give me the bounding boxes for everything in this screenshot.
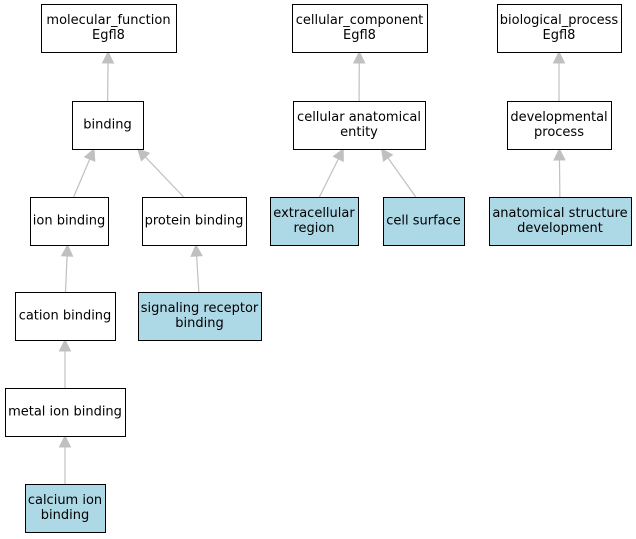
node-label-line: signaling receptor (141, 301, 259, 316)
node-cell-surface[interactable]: cell surface (383, 197, 465, 246)
node-label-line: Egfl8 (543, 28, 576, 43)
arrowhead-icon (190, 243, 203, 257)
edge-signaling-receptor-binding-to-protein-binding (190, 243, 203, 293)
arrowhead-icon (58, 434, 72, 448)
node-label-line: metal ion binding (8, 405, 122, 420)
edge-ion-binding-to-binding (73, 147, 96, 198)
node-label-line: protein binding (145, 214, 244, 229)
node-box (497, 4, 622, 53)
node-label-line: binding (83, 118, 131, 133)
node-label-line: binding (41, 508, 89, 523)
arrowhead-icon (552, 50, 566, 64)
arrowhead-icon (83, 147, 96, 163)
edges-layer (58, 50, 566, 484)
node-label-line: molecular_function (46, 13, 170, 28)
arrowhead-icon (58, 338, 72, 352)
edge-line (387, 157, 417, 198)
node-ion-binding[interactable]: ion binding (30, 197, 109, 246)
edge-anatomical-structure-development-to-developmental-process (553, 147, 566, 198)
arrowhead-icon (380, 148, 394, 163)
arrowhead-icon (332, 147, 344, 163)
node-box (72, 101, 144, 150)
edge-line (318, 158, 339, 198)
node-label-line: cell surface (386, 214, 461, 229)
edge-cell-surface-to-cellular-anatomical-entity (380, 148, 417, 198)
edge-line (196, 255, 200, 293)
node-box (270, 197, 359, 246)
node-label-line: binding (175, 316, 223, 331)
arrowhead-icon (137, 148, 151, 162)
node-metal-ion-binding[interactable]: metal ion binding (5, 388, 126, 437)
edge-extracellular-region-to-cellular-anatomical-entity (318, 147, 344, 198)
node-cation-binding[interactable]: cation binding (15, 292, 116, 341)
node-box (142, 197, 247, 246)
node-box (507, 101, 612, 150)
node-label-line: cation binding (19, 309, 112, 324)
node-box (489, 197, 632, 246)
edge-developmental-process-to-biological-process (552, 50, 566, 101)
node-label-line: development (517, 221, 603, 236)
node-box (25, 484, 106, 533)
node-label-line: ion binding (33, 214, 105, 229)
node-label-line: cellular_component (296, 13, 424, 28)
arrowhead-icon (352, 50, 366, 64)
node-protein-binding[interactable]: protein binding (142, 197, 247, 246)
edge-line (64, 255, 68, 293)
arrowhead-icon (60, 243, 74, 257)
node-label-line: extracellular (273, 206, 355, 221)
node-label-line: anatomical structure (492, 206, 627, 221)
arrowhead-icon (101, 50, 115, 64)
node-box (292, 4, 428, 53)
edge-calcium-ion-binding-to-metal-ion-binding (58, 434, 72, 484)
node-box (293, 101, 426, 150)
edge-cellular-anatomical-entity-to-cellular-component (352, 50, 366, 102)
node-box (5, 388, 126, 437)
node-label-line: biological_process (500, 13, 619, 28)
edge-line (144, 156, 185, 198)
node-box (30, 197, 109, 246)
node-label-line: entity (340, 125, 378, 140)
edge-line (73, 158, 91, 198)
node-label-line: process (534, 125, 584, 140)
node-label-line: region (293, 221, 334, 236)
node-label-line: Egfl8 (92, 28, 125, 43)
node-box (383, 197, 465, 246)
node-box (41, 4, 177, 53)
edge-cation-binding-to-ion-binding (60, 243, 74, 293)
node-label-line: cellular anatomical (297, 110, 421, 125)
node-box (138, 292, 262, 341)
arrowhead-icon (553, 147, 566, 161)
node-label-line: calcium ion (28, 493, 102, 508)
node-binding[interactable]: binding (72, 101, 144, 150)
node-label-line: Egfl8 (343, 28, 376, 43)
edge-binding-to-molecular-function (101, 50, 115, 102)
edge-protein-binding-to-binding (137, 148, 185, 198)
edge-metal-ion-binding-to-cation-binding (58, 338, 72, 388)
node-box (15, 292, 116, 341)
node-label-line: developmental (510, 110, 607, 125)
